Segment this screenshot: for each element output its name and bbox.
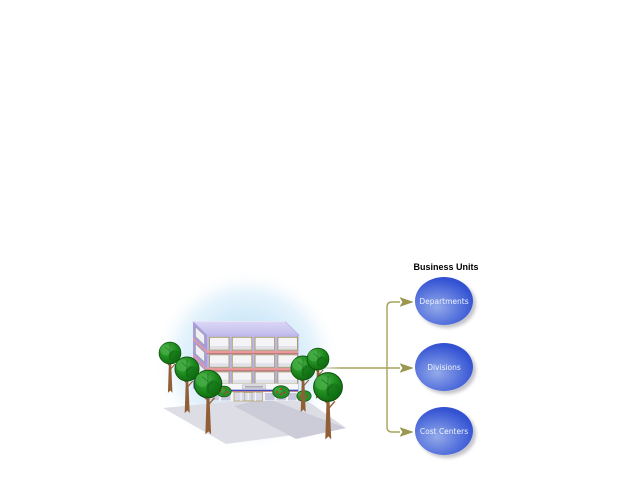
office-building-icon [153,269,346,453]
arrowhead-icon [399,363,414,373]
business-units-heading: Business Units [413,262,479,272]
node-divisions: Divisions [415,343,473,391]
arrowhead-icon [399,297,414,307]
node-label: Divisions [427,362,461,372]
side-stripes [193,337,207,371]
connector-branch-bottom [386,368,400,433]
node-label: Departments [419,296,469,306]
arrowheads [399,297,414,437]
node-departments: Departments [415,277,473,325]
building-roof [192,321,300,336]
connector-arrows [305,297,414,437]
bush-icon [272,385,290,399]
connector-branch-top [386,301,400,368]
node-cost-centers: Cost Centers [415,407,473,455]
node-label: Cost Centers [419,426,469,436]
arrowhead-icon [399,427,414,437]
floor-stripes [207,350,298,372]
